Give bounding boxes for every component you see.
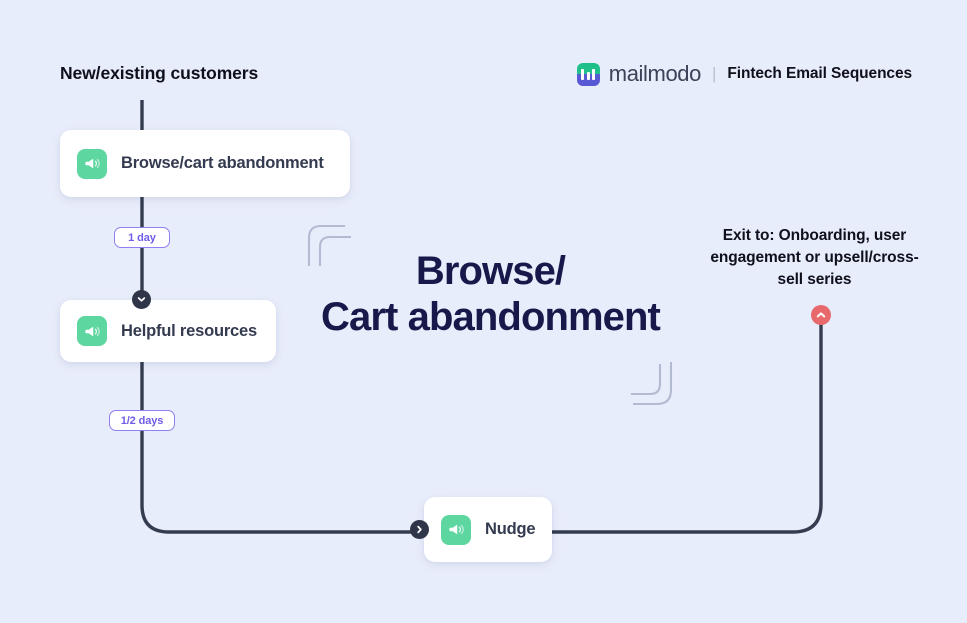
flow-node-label: Nudge [485, 520, 536, 538]
megaphone-icon [77, 148, 107, 179]
chevron-up-icon[interactable] [811, 305, 831, 325]
delay-badge-1-2-days[interactable]: 1/2 days [109, 410, 175, 431]
mailmodo-logo-icon [576, 62, 600, 86]
flow-node-browse-cart-abandonment[interactable]: Browse/cart abandonment [60, 130, 350, 197]
flow-node-helpful-resources[interactable]: Helpful resources [60, 300, 276, 362]
flow-node-label: Helpful resources [121, 321, 257, 340]
brand-header: mailmodo | Fintech Email Sequences [576, 61, 912, 87]
page-title-line-2: Cart abandonment [321, 295, 661, 339]
brand-wordmark: mailmodo [608, 61, 702, 86]
page-title: Browse/ Cart abandonment [318, 248, 663, 340]
brand-separator: | [711, 64, 717, 83]
flow-node-label: Browse/cart abandonment [121, 154, 324, 172]
chevron-down-icon[interactable] [132, 290, 151, 309]
flow-node-nudge[interactable]: Nudge [424, 497, 552, 562]
page-subheading-new-existing-customers: New/existing customers [60, 63, 259, 83]
corner-bracket-icon [307, 224, 351, 266]
page-title-line-1: Browse/ [415, 249, 566, 293]
corner-bracket-icon [631, 362, 673, 406]
megaphone-icon [441, 514, 471, 545]
wire-card2-to-nudge [140, 359, 426, 534]
exit-destination-label: Exit to: Onboarding, user engagement or … [710, 227, 919, 288]
delay-badge-1-day[interactable]: 1 day [114, 227, 170, 248]
wire-nudge-to-exit [550, 313, 823, 534]
megaphone-icon [77, 316, 107, 346]
brand-subtitle: Fintech Email Sequences [727, 65, 912, 82]
chevron-right-icon[interactable] [410, 520, 429, 539]
